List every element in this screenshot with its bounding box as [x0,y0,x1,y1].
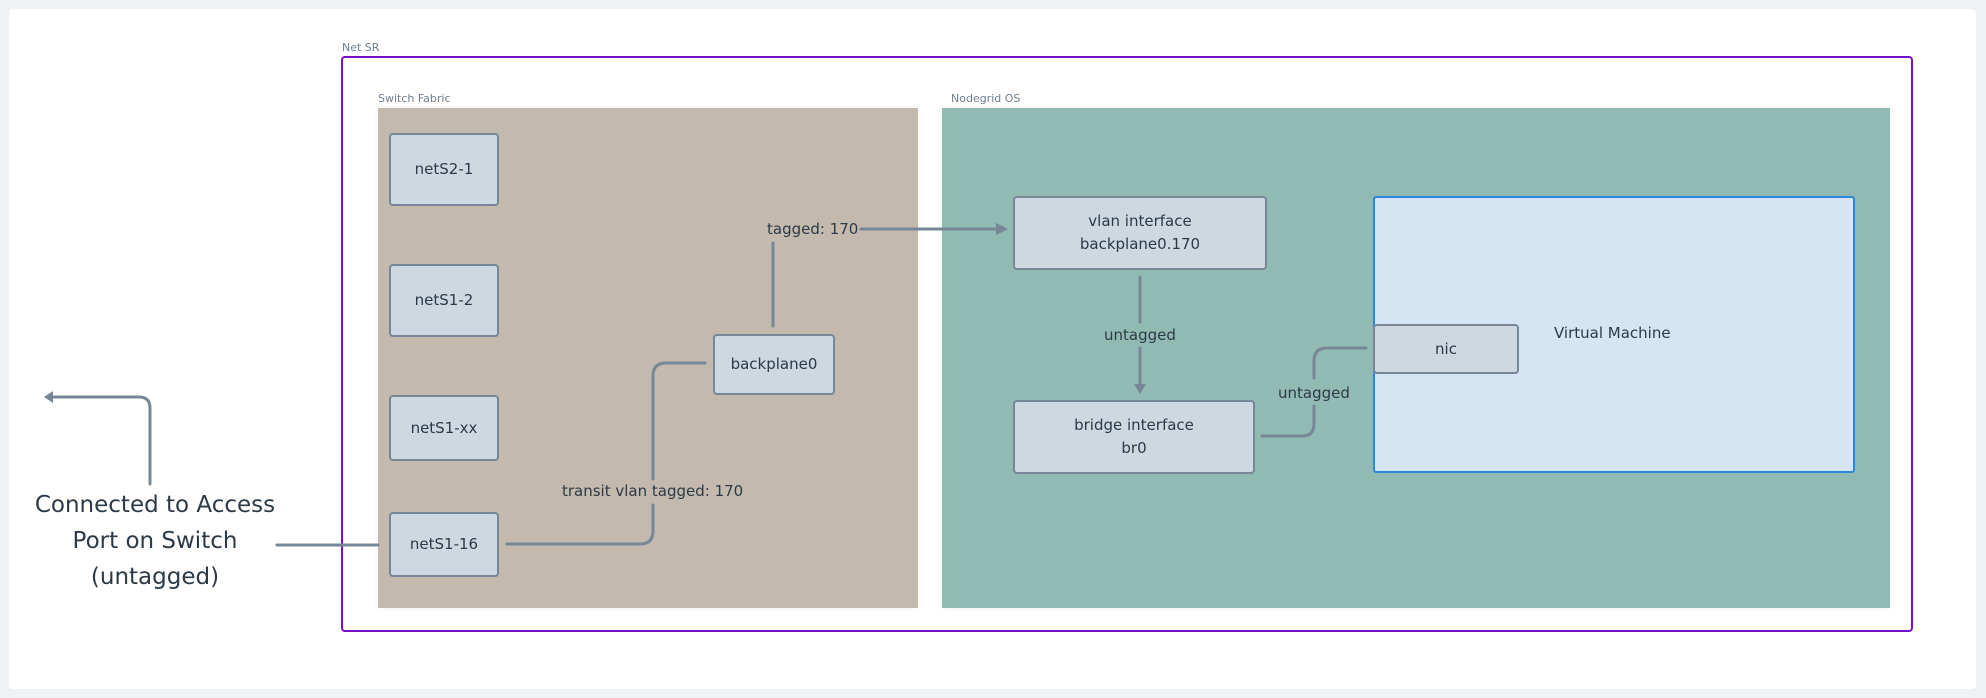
edge-nets1-16-to-backplane0-upper [651,361,707,481]
edge-vlan-to-bridge-arrowhead [1134,384,1146,394]
nets1-16-node[interactable]: netS1-16 [389,512,499,577]
bridge-interface-node[interactable]: bridge interface br0 [1013,400,1255,474]
edge-label-untagged-bridge-nic: untagged [1278,384,1350,402]
nic-label: nic [1435,339,1457,358]
edge-nets1-16-to-backplane0 [505,503,655,546]
vlan-interface-node[interactable]: vlan interface backplane0.170 [1013,196,1267,270]
edge-bridge-to-nic-upper [1312,346,1368,380]
nets1-16-label: netS1-16 [409,535,479,553]
backplane0-label: backplane0 [730,355,818,373]
net-sr-label: Net SR [342,41,380,54]
edge-external-arrowhead [44,391,53,403]
net-sr-group[interactable] [341,56,1913,632]
note-line3: (untagged) [90,564,220,590]
edge-label-untagged-vlan-bridge: untagged [1104,326,1176,344]
note-line1: Connected to Access [34,492,276,518]
nic-node[interactable]: nic [1373,324,1519,374]
bridge-interface-line1: bridge interface [1074,416,1194,434]
edge-label-tagged-170: tagged: 170 [767,220,859,238]
edge-bridge-to-nic-lower [1260,404,1316,438]
nets1-xx-label: netS1-xx [410,418,478,437]
nets2-1-label: netS2-1 [414,160,474,178]
note-line2: Port on Switch [72,528,238,554]
backplane0-node[interactable]: backplane0 [713,334,835,395]
nets2-1-node[interactable]: netS2-1 [389,133,499,206]
nets1-2-node[interactable]: netS1-2 [389,264,499,337]
external-access-port-note: Connected to Access Port on Switch (unta… [20,487,290,595]
nets1-2-label: netS1-2 [414,291,474,309]
nodegrid-os-label: Nodegrid OS [951,92,1021,105]
switch-fabric-label: Switch Fabric [378,92,451,105]
nets1-xx-node[interactable]: netS1-xx [389,395,499,461]
vlan-interface-line2: backplane0.170 [1079,235,1201,253]
vlan-interface-line1: vlan interface [1088,212,1192,230]
virtual-machine-label: Virtual Machine [1554,324,1671,342]
edge-external-arrow [50,395,152,486]
edge-label-transit-vlan: transit vlan tagged: 170 [562,482,744,500]
edge-backplane0-to-vlan-arrowhead [996,223,1008,235]
bridge-interface-line2: br0 [1121,439,1147,457]
